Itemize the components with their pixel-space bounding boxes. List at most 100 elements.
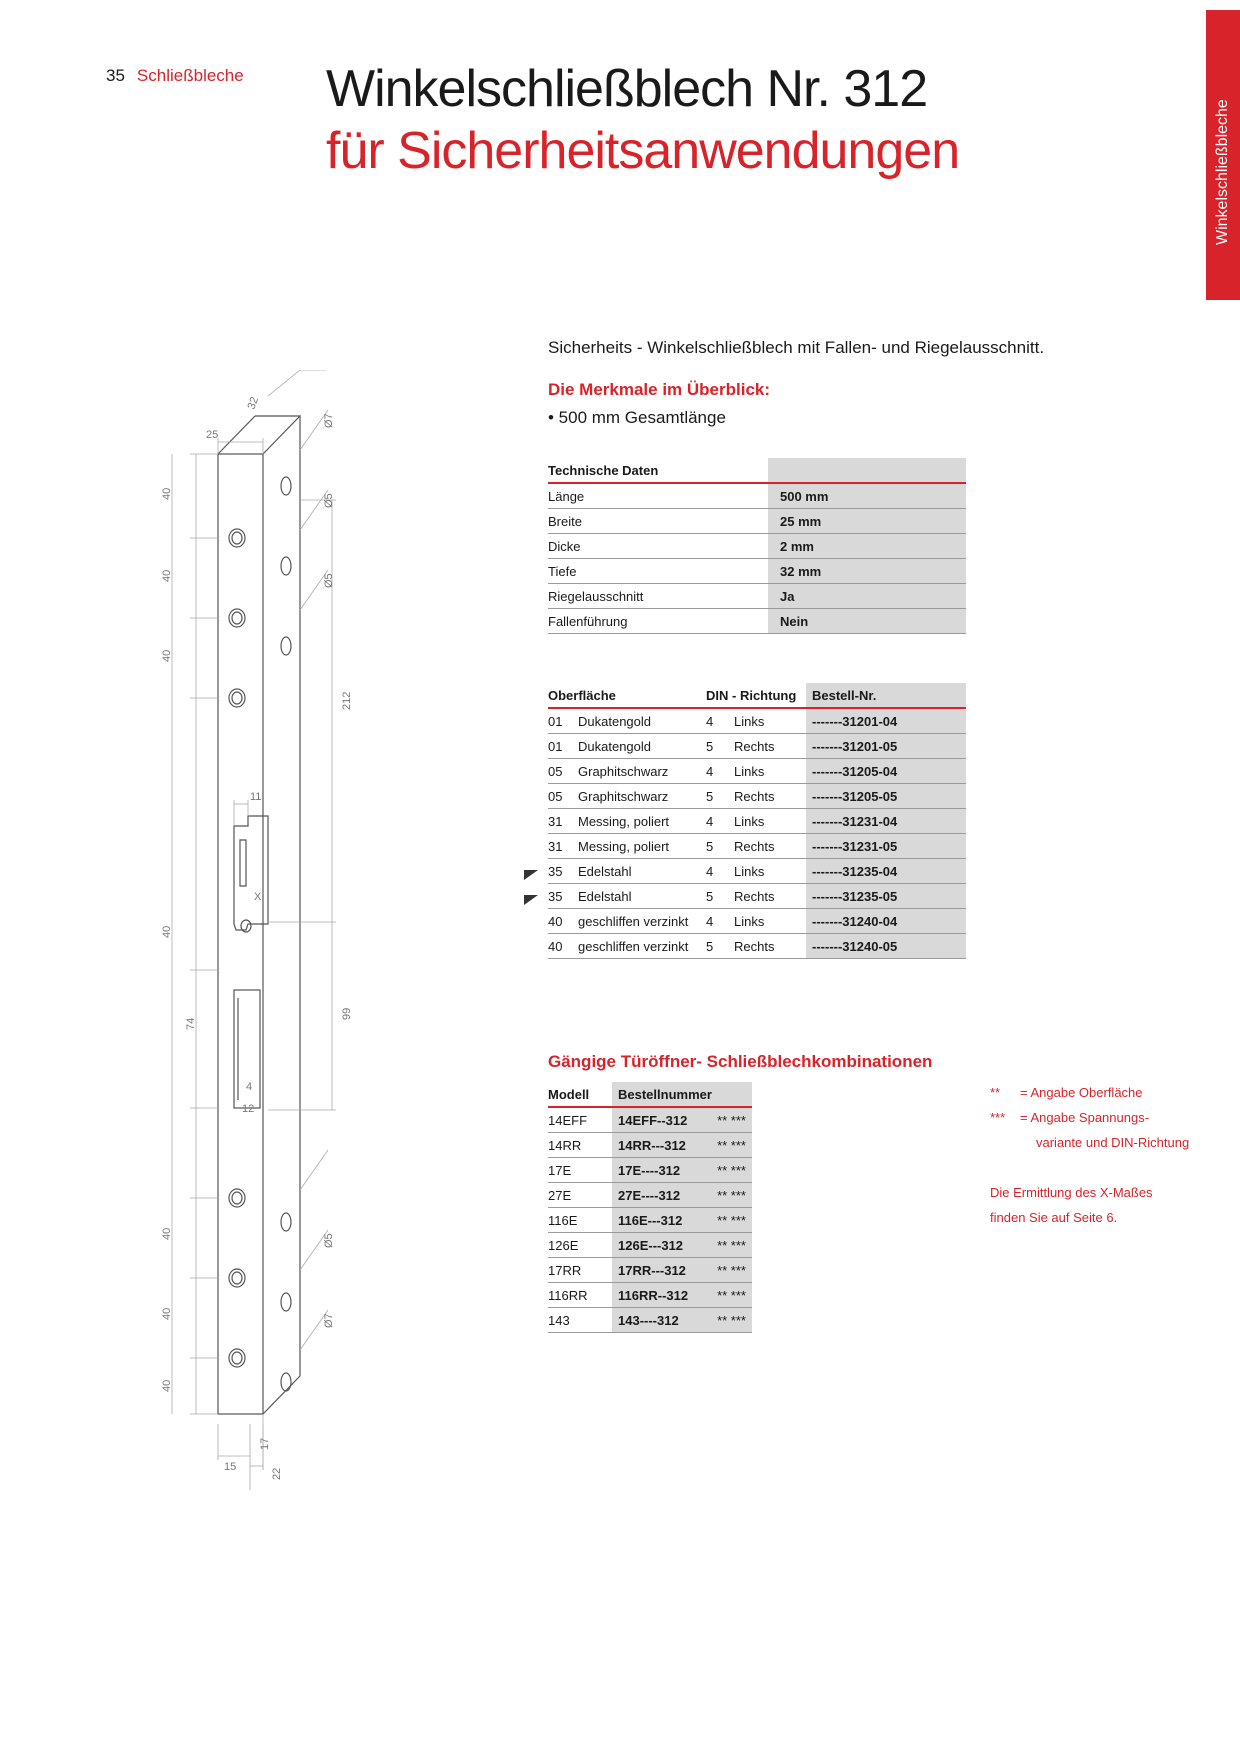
combo-number: 27E----312 bbox=[618, 1187, 681, 1203]
order-number: -------31205-05 bbox=[806, 783, 966, 809]
dim-500: 500 bbox=[150, 934, 151, 952]
dim-4: 4 bbox=[246, 1081, 252, 1093]
legend: **= Angabe Oberfläche ***= Angabe Spannu… bbox=[990, 1080, 1189, 1155]
surface-name: Edelstahl bbox=[578, 883, 706, 909]
dim-40-7: 40 bbox=[161, 1380, 173, 1392]
din-number: 4 bbox=[706, 758, 734, 784]
combo-stars: ** *** bbox=[717, 1262, 746, 1278]
combo-header-number: Bestellnummer bbox=[612, 1082, 752, 1108]
dim-depth: 32 bbox=[246, 395, 261, 411]
tech-value: Ja bbox=[768, 583, 966, 609]
tech-value: 2 mm bbox=[768, 533, 966, 559]
order-number: -------31240-04 bbox=[806, 908, 966, 934]
surface-code: 35 bbox=[548, 858, 578, 884]
title-line-1: Winkelschließblech Nr. 312 bbox=[326, 60, 928, 118]
din-number: 4 bbox=[706, 858, 734, 884]
intro-text: Sicherheits - Winkelschließblech mit Fal… bbox=[548, 338, 1045, 357]
combo-number: 14RR---312 bbox=[618, 1137, 686, 1153]
surface-name: Dukatengold bbox=[578, 733, 706, 759]
order-table: Oberfläche DIN - Richtung Bestell-Nr. 01… bbox=[548, 683, 966, 959]
order-number: -------31240-05 bbox=[806, 933, 966, 959]
features-heading: Die Merkmale im Überblick: bbox=[548, 380, 771, 399]
combo-stars: ** *** bbox=[717, 1187, 746, 1203]
dim-hole-1: Ø7 bbox=[323, 413, 335, 428]
order-header-surface: Oberfläche bbox=[548, 683, 706, 709]
surface-code: 40 bbox=[548, 933, 578, 959]
combo-stars: ** *** bbox=[717, 1237, 746, 1253]
din-number: 5 bbox=[706, 833, 734, 859]
order-number: -------31201-04 bbox=[806, 708, 966, 734]
din-direction: Links bbox=[734, 708, 806, 734]
combo-model: 143 bbox=[548, 1307, 612, 1333]
side-tab: Winkelschließbleche bbox=[1206, 10, 1240, 300]
din-number: 4 bbox=[706, 908, 734, 934]
combo-stars: ** *** bbox=[717, 1112, 746, 1128]
section-name: Schließbleche bbox=[136, 66, 244, 85]
order-number: -------31235-04 bbox=[806, 858, 966, 884]
din-number: 4 bbox=[706, 808, 734, 834]
din-number: 5 bbox=[706, 733, 734, 759]
dim-hole-4: Ø5 bbox=[323, 1233, 335, 1248]
marker-icon bbox=[524, 870, 538, 880]
x-note-line: Die Ermittlung des X-Maßes bbox=[990, 1185, 1153, 1200]
dim-hole-5: Ø7 bbox=[323, 1313, 335, 1328]
dim-17: 17 bbox=[259, 1438, 271, 1450]
tech-label: Dicke bbox=[548, 533, 768, 559]
x-measure-note: Die Ermittlung des X-Maßes finden Sie au… bbox=[990, 1180, 1153, 1230]
combo-number: 17RR---312 bbox=[618, 1262, 686, 1278]
tech-value: 25 mm bbox=[768, 508, 966, 534]
dim-40-5: 40 bbox=[161, 1228, 173, 1240]
surface-name: Graphitschwarz bbox=[578, 758, 706, 784]
tech-label: Länge bbox=[548, 483, 768, 509]
din-direction: Rechts bbox=[734, 783, 806, 809]
dim-12: 12 bbox=[242, 1103, 254, 1115]
combo-number: 126E---312 bbox=[618, 1237, 684, 1253]
din-direction: Links bbox=[734, 758, 806, 784]
tech-value: 500 mm bbox=[768, 483, 966, 509]
page-header: 35 Schließbleche bbox=[106, 66, 244, 86]
surface-code: 40 bbox=[548, 908, 578, 934]
surface-code: 05 bbox=[548, 783, 578, 809]
combo-number: 116RR--312 bbox=[618, 1287, 689, 1303]
dim-22: 22 bbox=[271, 1468, 283, 1480]
combo-model: 14EFF bbox=[548, 1107, 612, 1133]
marker-icon bbox=[524, 895, 538, 905]
page-number: 35 bbox=[106, 66, 125, 85]
legend-text: = Angabe Spannungs- bbox=[1020, 1110, 1150, 1125]
surface-name: Edelstahl bbox=[578, 858, 706, 884]
combo-stars: ** *** bbox=[717, 1137, 746, 1153]
order-header-number: Bestell-Nr. bbox=[806, 683, 966, 709]
tech-header: Technische Daten bbox=[548, 458, 768, 484]
combo-stars: ** *** bbox=[717, 1212, 746, 1228]
dim-99: 99 bbox=[341, 1008, 353, 1020]
surface-name: Messing, poliert bbox=[578, 833, 706, 859]
din-number: 4 bbox=[706, 708, 734, 734]
surface-name: geschliffen verzinkt bbox=[578, 908, 706, 934]
din-direction: Rechts bbox=[734, 833, 806, 859]
tech-label: Breite bbox=[548, 508, 768, 534]
tech-label: Riegelausschnitt bbox=[548, 583, 768, 609]
title-line-2: für Sicherheitsanwendungen bbox=[326, 122, 960, 180]
dim-15: 15 bbox=[224, 1461, 236, 1473]
din-direction: Rechts bbox=[734, 933, 806, 959]
dim-74: 74 bbox=[185, 1018, 197, 1030]
surface-code: 05 bbox=[548, 758, 578, 784]
dim-40-6: 40 bbox=[161, 1308, 173, 1320]
dim-40-1: 40 bbox=[161, 488, 173, 500]
feature-item: • 500 mm Gesamtlänge bbox=[548, 408, 726, 427]
